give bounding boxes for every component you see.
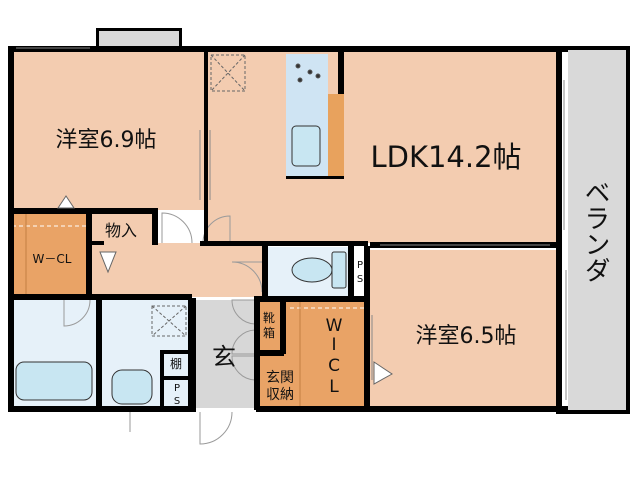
- wicl-floor: [284, 300, 366, 408]
- door-swing-icon: [202, 215, 231, 244]
- labels: 洋室6.9帖 LDK14.2帖 ベランダ W－CL 物入 洋室6.5帖 玄 棚 …: [33, 128, 610, 407]
- toilet-tank-icon: [331, 251, 347, 289]
- kitchen-stove-top: [286, 54, 328, 94]
- veranda-area: [568, 48, 630, 413]
- kitchen-counter: [328, 94, 344, 176]
- washbasin-icon: [111, 369, 153, 405]
- entrance-storage-label: 収納: [266, 387, 294, 403]
- fixtures: [12, 54, 366, 408]
- door-swing-icon: [231, 261, 263, 293]
- ldk-label: LDK14.2帖: [370, 140, 521, 174]
- wicl-letter: L: [329, 377, 339, 397]
- door-swing-icon: [63, 299, 91, 327]
- ps-toilet-label: S: [357, 274, 363, 285]
- walls: [8, 28, 630, 414]
- entrance-storage-label: 玄関: [266, 369, 294, 386]
- door-swing-icon: [231, 355, 257, 381]
- stove-burner-icon: [315, 73, 321, 79]
- stove-burner-icon: [307, 69, 313, 75]
- ps-bath-label: S: [174, 396, 180, 407]
- western-room-right-label: 洋室6.5帖: [416, 324, 517, 349]
- ps-bath-label: P: [174, 383, 180, 394]
- wicl-letter: W: [326, 316, 343, 336]
- shoe-box-label: 箱: [263, 325, 275, 340]
- stove-burner-icon: [297, 77, 303, 83]
- walk-in-closet-left-floor: [12, 214, 90, 296]
- western-room-left-label: 洋室6.9帖: [56, 128, 157, 153]
- door-swings: [63, 212, 263, 445]
- door-swing-icon: [199, 411, 233, 445]
- walk-in-closet-left-label: W－CL: [33, 252, 72, 266]
- ceiling-hatch-icon: [210, 54, 246, 92]
- bathtub-icon: [15, 361, 93, 401]
- arrow-icon: [373, 361, 393, 385]
- wicl-letter: C: [328, 356, 340, 376]
- shoe-box-floor: [258, 300, 280, 350]
- western-room-right-floor: [370, 250, 562, 408]
- shoe-box-label: 靴: [263, 311, 275, 325]
- storage-label: 物入: [105, 221, 137, 240]
- balcony-small: [98, 30, 180, 48]
- windows: [16, 47, 567, 400]
- shelf-label: 棚: [170, 356, 182, 371]
- kitchen-sink-icon: [291, 125, 321, 167]
- ps-toilet-label: P: [357, 260, 363, 271]
- door-swing-icon: [231, 329, 257, 355]
- door-swing-icon: [231, 299, 257, 325]
- hallway-floor: [90, 243, 268, 297]
- arrow-icon: [57, 195, 75, 209]
- storage-floor: [90, 214, 156, 243]
- ldk-floor: [206, 50, 562, 243]
- arrows: [57, 195, 393, 385]
- stove-burner-icon: [295, 63, 301, 69]
- arrow-icon: [99, 251, 117, 274]
- door-swing-icon: [161, 212, 193, 244]
- veranda-label: ベランダ: [580, 179, 610, 283]
- entrance-label: 玄: [212, 343, 236, 371]
- wicl-letter: I: [331, 335, 336, 355]
- western-room-left-floor: [12, 50, 206, 210]
- toilet-bowl-icon: [291, 257, 333, 283]
- washroom-hatch-icon: [151, 305, 187, 337]
